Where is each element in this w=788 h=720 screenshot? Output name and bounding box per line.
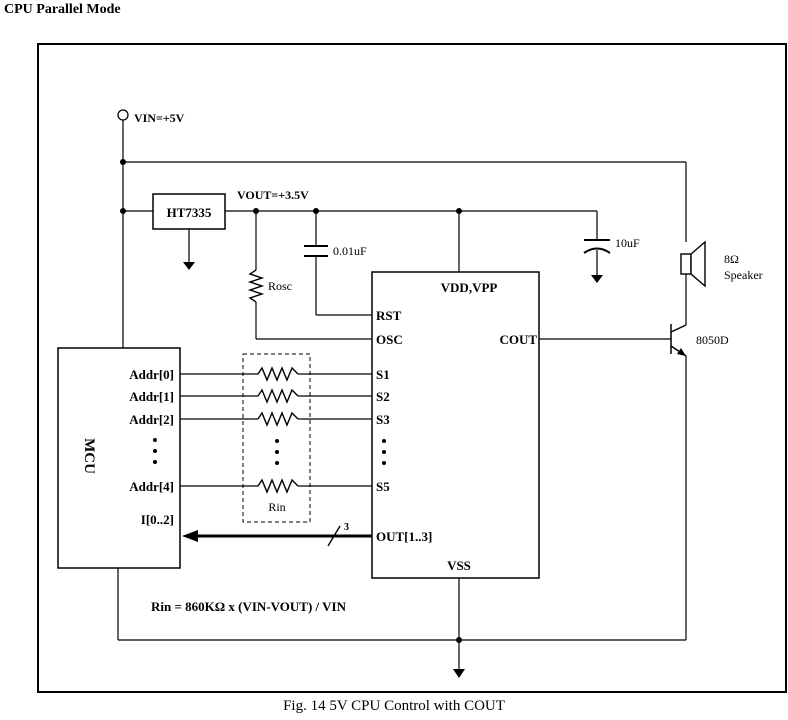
bus-slash-icon (327, 525, 341, 547)
vin-label: VIN=+5V (134, 111, 185, 125)
speaker-value-label: 8Ω (724, 252, 739, 266)
junction-dots (120, 159, 462, 643)
chip-s2-label: S2 (376, 389, 390, 404)
mcu-input-label: I[0..2] (141, 512, 174, 527)
rin-formula: Rin = 860KΩ x (VIN-VOUT) / VIN (151, 599, 347, 614)
capacitor-large-label: 10uF (615, 236, 640, 250)
addr-0-label: Addr[0] (129, 367, 174, 382)
mcu-box (57, 347, 181, 569)
mcu-addr-ellipsis (153, 438, 157, 464)
rin-resistor-icons (257, 366, 299, 494)
cap-ground-icon (591, 275, 603, 283)
rin-dashed-group (242, 353, 311, 523)
chip-s1-label: S1 (376, 367, 390, 382)
addr-1-label: Addr[1] (129, 389, 174, 404)
addr-2-label: Addr[2] (129, 412, 174, 427)
chip-rst-label: RST (376, 308, 402, 323)
vout-label: VOUT=+3.5V (237, 188, 309, 202)
regulator-box (152, 193, 226, 230)
vss-ground-icon (453, 669, 465, 678)
out-bus-arrow-icon (182, 530, 198, 542)
chip-s-ellipsis (382, 439, 386, 465)
chip-vss-label: VSS (447, 558, 471, 573)
page-heading: CPU Parallel Mode (4, 2, 121, 17)
addr-4-label: Addr[4] (129, 479, 174, 494)
chip-s5-label: S5 (376, 479, 390, 494)
capacitor-small-icon (304, 245, 328, 257)
diagram-frame (37, 43, 787, 693)
chip-out-label: OUT[1..3] (376, 529, 432, 544)
chip-osc-label: OSC (376, 332, 403, 347)
chip-cout-label: COUT (499, 332, 537, 347)
regulator-label: HT7335 (167, 205, 212, 220)
rin-label: Rin (268, 500, 285, 514)
chip-box (371, 271, 540, 579)
wires (117, 120, 687, 669)
mcu-label: MCU (81, 438, 97, 474)
chip-power-label: VDD,VPP (441, 280, 498, 295)
speaker-icon (680, 240, 706, 288)
rosc-label: Rosc (268, 279, 292, 293)
transistor-icon (670, 324, 687, 357)
figure-caption: Fig. 14 5V CPU Control with COUT (283, 698, 505, 714)
transistor-emitter-arrow-icon (677, 348, 686, 356)
regulator-ground-icon (183, 262, 195, 270)
vin-terminal (117, 109, 129, 121)
chip-s3-label: S3 (376, 412, 390, 427)
rin-ellipsis (275, 439, 279, 465)
speaker-name-label: Speaker (724, 268, 763, 282)
transistor-label: 8050D (696, 333, 729, 347)
capacitor-small-label: 0.01uF (333, 244, 367, 258)
rosc-resistor-icon (247, 269, 265, 303)
capacitor-large-icon (583, 239, 611, 254)
bus-width-label: 3 (344, 522, 349, 533)
